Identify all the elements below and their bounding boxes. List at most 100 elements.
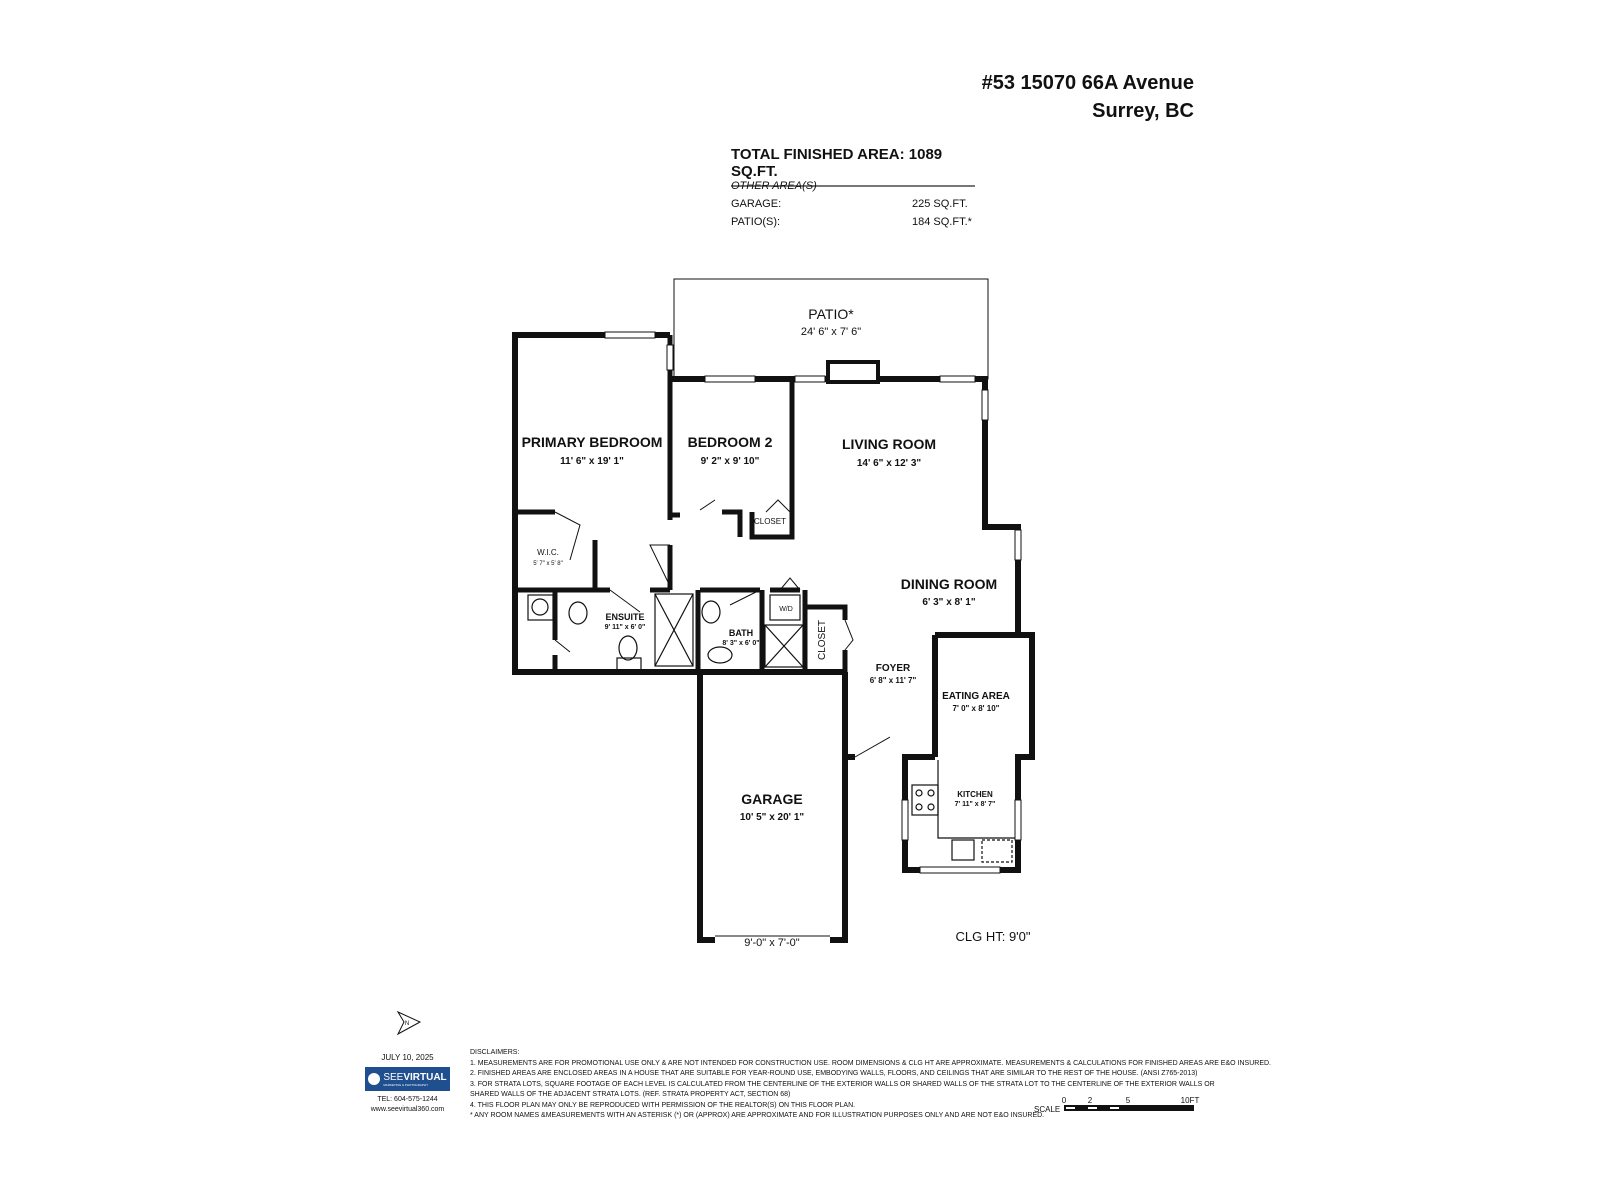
plan-mark bbox=[830, 757, 848, 943]
plan-mark bbox=[749, 379, 795, 540]
wic-dim: 5' 7" x 5' 8" bbox=[533, 561, 563, 567]
garage-area-value: 225 SQ.FT. bbox=[912, 198, 968, 210]
logo-text-b: VIRTUAL bbox=[403, 1071, 447, 1083]
closet-foyer: CLOSET bbox=[817, 620, 828, 660]
plan-mark bbox=[512, 332, 845, 675]
plan-mark bbox=[764, 624, 804, 668]
plan-mark bbox=[915, 803, 923, 811]
plan-mark bbox=[854, 736, 891, 758]
windows bbox=[604, 331, 1022, 874]
plan-mark bbox=[765, 499, 791, 513]
disclaimer-line: 1. MEASUREMENTS ARE FOR PROMOTIONAL USE … bbox=[470, 1059, 1271, 1067]
plan-mark bbox=[616, 657, 642, 671]
logo-text-a: SEE bbox=[383, 1071, 404, 1083]
wic-name: W.I.C. bbox=[537, 548, 559, 557]
fireplace bbox=[826, 360, 880, 384]
plan-mark bbox=[1014, 529, 1022, 561]
plan-mark bbox=[779, 577, 801, 591]
plan-mark bbox=[981, 389, 989, 421]
plan-mark bbox=[707, 646, 733, 664]
disclaimer-line: 4. THIS FLOOR PLAN MAY ONLY BE REPRODUCE… bbox=[470, 1101, 856, 1109]
plan-mark bbox=[1014, 799, 1022, 841]
plan-mark bbox=[396, 278, 1035, 1036]
garage-dim: 10' 5" x 20' 1" bbox=[740, 812, 805, 823]
foyer-dim: 6' 8" x 11' 7" bbox=[870, 676, 917, 685]
other-areas-heading: OTHER AREA(S) bbox=[731, 180, 817, 192]
plan-mark bbox=[527, 594, 554, 621]
plan-mark bbox=[901, 799, 909, 841]
bath-name: BATH bbox=[729, 628, 753, 638]
plan-mark bbox=[844, 619, 854, 651]
disclaimer-line: 2. FINISHED AREAS ARE ENCLOSED AREAS IN … bbox=[470, 1070, 1198, 1077]
plan-mark bbox=[531, 598, 549, 616]
dining-room-name: DINING ROOM bbox=[901, 576, 997, 592]
plan-mark bbox=[1064, 1105, 1194, 1111]
plan-mark bbox=[1110, 1107, 1119, 1109]
plan-mark bbox=[794, 375, 826, 383]
plan-mark bbox=[1066, 1107, 1075, 1109]
plan-mark bbox=[902, 632, 1035, 873]
eating-area-dim: 7' 0" x 8' 10" bbox=[953, 704, 1000, 713]
scale-tick-10: 10FT bbox=[1181, 1096, 1200, 1105]
plan-mark bbox=[927, 803, 935, 811]
plan-mark bbox=[722, 509, 743, 537]
address-line-2: Surrey, BC bbox=[1092, 100, 1194, 122]
kitchen-dim: 7' 11" x 8' 7" bbox=[955, 801, 996, 808]
total-finished-area: TOTAL FINISHED AREA: 1089 SQ.FT. bbox=[731, 146, 975, 187]
plan-mark bbox=[919, 866, 1001, 874]
plan-mark bbox=[911, 784, 939, 816]
garage-area-label: GARAGE: bbox=[731, 198, 782, 210]
plan-mark bbox=[609, 589, 641, 613]
living-room-name: LIVING ROOM bbox=[842, 436, 936, 452]
plan-mark bbox=[937, 760, 1015, 839]
patio-name: PATIO* bbox=[808, 306, 854, 322]
date: JULY 10, 2025 bbox=[381, 1053, 434, 1062]
garage-door-dim: 9'-0" x 7'-0" bbox=[744, 937, 800, 949]
plan-mark bbox=[554, 511, 581, 561]
plan-mark bbox=[915, 789, 923, 797]
patio-area-value: 184 SQ.FT.* bbox=[912, 216, 972, 228]
address-line-1: #53 15070 66A Avenue bbox=[981, 72, 1194, 94]
living-room-dim: 14' 6" x 12' 3" bbox=[857, 458, 922, 469]
disclaimer-line: 3. FOR STRATA LOTS, SQUARE FOOTAGE OF EA… bbox=[470, 1080, 1215, 1088]
company-phone: TEL: 604-575-1244 bbox=[377, 1096, 438, 1103]
dining-room-dim: 6' 3" x 8' 1" bbox=[922, 597, 975, 608]
patio-dim: 24' 6" x 7' 6" bbox=[801, 326, 861, 338]
plan-mark bbox=[701, 600, 721, 624]
plan-mark bbox=[805, 604, 848, 620]
primary-bedroom-name: PRIMARY BEDROOM bbox=[522, 434, 663, 450]
plan-mark bbox=[842, 672, 855, 760]
plan-mark bbox=[618, 635, 638, 661]
disclaimer-line: * ANY ROOM NAMES &MEASUREMENTS WITH AN A… bbox=[470, 1112, 1045, 1119]
scale-label: SCALE bbox=[1034, 1105, 1060, 1114]
ensuite-name: ENSUITE bbox=[605, 612, 644, 622]
plan-mark bbox=[729, 589, 761, 606]
plan-mark bbox=[699, 499, 716, 511]
plan-mark bbox=[769, 594, 801, 621]
doors bbox=[554, 499, 1000, 937]
eating-area-name: EATING AREA bbox=[942, 691, 1010, 702]
kitchen-name: KITCHEN bbox=[957, 790, 993, 799]
plan-mark bbox=[1088, 1107, 1097, 1109]
bedroom-2-dim: 9' 2" x 9' 10" bbox=[701, 456, 760, 467]
scale-tick-5: 5 bbox=[1126, 1096, 1131, 1105]
plan-mark bbox=[704, 375, 756, 383]
logo-tagline: MARKETING & PHOTOGRAPHY bbox=[383, 1082, 429, 1087]
plan-mark bbox=[939, 375, 976, 383]
north-label: N bbox=[405, 1021, 409, 1027]
company-website[interactable]: www.seevirtual360.com bbox=[370, 1106, 445, 1113]
garage-name: GARAGE bbox=[741, 791, 802, 807]
plan-mark bbox=[697, 672, 715, 943]
plan-mark bbox=[764, 624, 804, 668]
interior-walls bbox=[515, 335, 848, 672]
primary-bedroom-dim: 11' 6" x 19' 1" bbox=[560, 456, 624, 467]
plan-mark bbox=[604, 331, 656, 339]
disclaimer-line: SHARED WALLS OF THE ADJACENT STRATA LOTS… bbox=[470, 1091, 791, 1098]
bath-dim: 8' 3" x 6' 0" bbox=[722, 640, 759, 647]
plan-mark bbox=[554, 639, 571, 653]
disclaimers-title: DISCLAIMERS: bbox=[470, 1049, 520, 1056]
washer-dryer: W/D bbox=[779, 606, 793, 613]
plan-mark bbox=[981, 839, 1013, 863]
